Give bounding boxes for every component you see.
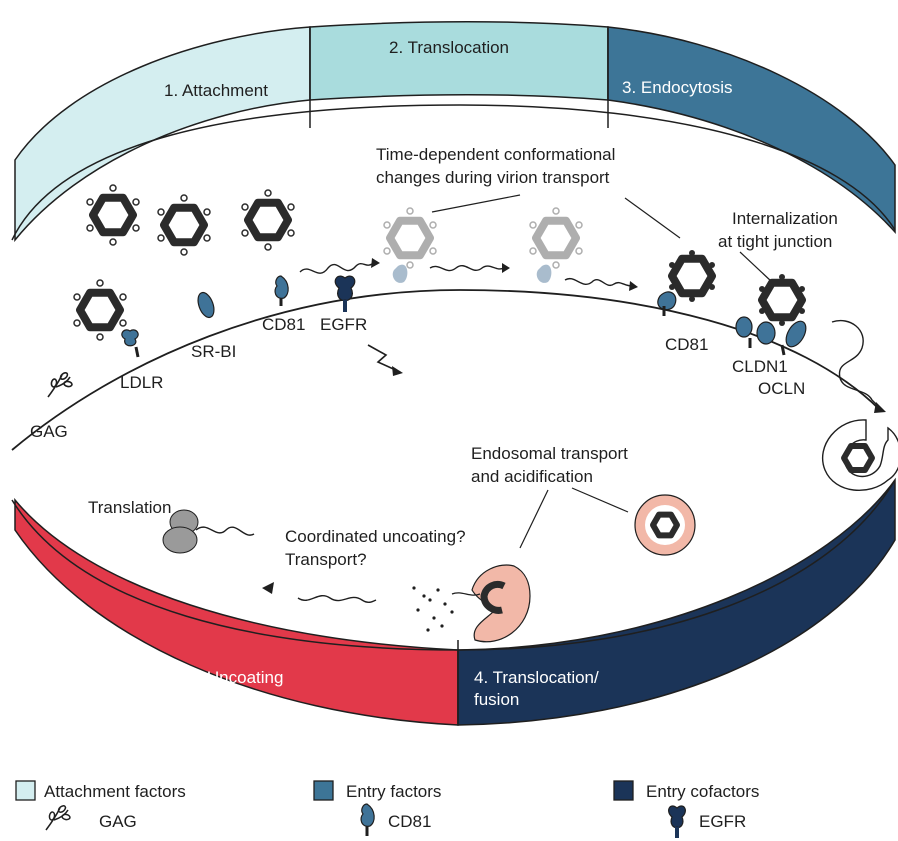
stage-label-fusion-2: fusion (474, 690, 519, 709)
virion-icon (759, 274, 805, 326)
annotation-endosomal-1: Endosomal transport (471, 444, 628, 463)
gag-icon (47, 371, 73, 398)
ldlr-receptor (121, 329, 140, 358)
legend-example-gag: GAG (99, 812, 137, 831)
legend-example-egfr: EGFR (699, 812, 746, 831)
stage-label-translocation: 2. Translocation (389, 38, 509, 57)
cd81-receptor (274, 275, 289, 306)
annotation-internalization-2: at tight junction (718, 232, 832, 251)
legend-example-cd81: CD81 (388, 812, 431, 831)
legend-swatch-attachment (15, 780, 36, 801)
virion-icon (73, 279, 127, 341)
ribosome-icon (162, 509, 255, 554)
transport-arrow-icon (297, 263, 883, 603)
virion-faded-icon (383, 207, 437, 269)
uncoating-endosome (451, 564, 531, 643)
stage-label-fusion-1: 4. Translocation/ (474, 668, 599, 687)
fusion-band (457, 477, 896, 726)
receptor-label-cd81-right: CD81 (665, 335, 708, 354)
legend-swatch-cofactor (613, 780, 634, 801)
receptor-label-ocln: OCLN (758, 379, 805, 398)
annotation-conformational-1: Time-dependent conformational (376, 145, 615, 164)
receptor-label-srbi: SR-BI (191, 342, 236, 361)
annotation-uncoating-2: Transport? (285, 550, 367, 569)
attachment-band (14, 26, 311, 243)
legend-label-entry: Entry factors (346, 782, 441, 801)
legend-egfr-icon (668, 805, 686, 838)
legend-label-attachment: Attachment factors (44, 782, 186, 801)
legend: Attachment factors Entry factors Entry c… (15, 780, 759, 838)
cd81-faded-receptor (392, 264, 408, 283)
annotation-uncoating-1: Coordinated uncoating? (285, 527, 466, 546)
legend-label-cofactor: Entry cofactors (646, 782, 759, 801)
receptor-label-egfr: EGFR (320, 315, 367, 334)
plasma-membrane (11, 289, 881, 451)
virion-faded-icon (529, 207, 583, 269)
stage-label-endocytosis: 3. Endocytosis (622, 78, 733, 97)
virion-icon (86, 184, 140, 246)
cell-outline-top (11, 104, 896, 241)
cd81-faded-receptor (536, 264, 552, 283)
endosome (634, 494, 696, 556)
translocation-band (309, 21, 609, 101)
endocytosis-band (607, 26, 896, 234)
receptor-label-gag: GAG (30, 422, 68, 441)
cldn1-receptor (735, 316, 776, 348)
ocln-receptor (780, 320, 807, 356)
stage-label-uncoating: 5. Uncoating (188, 668, 283, 687)
rna-release-dots (412, 586, 454, 632)
endocytic-vesicle (822, 419, 898, 492)
legend-gag-icon (45, 805, 71, 831)
annotation-conformational-2: changes during virion transport (376, 168, 610, 187)
virion-icon (157, 194, 211, 256)
virion-icon (241, 189, 295, 251)
virion-icon (669, 250, 715, 302)
srbi-receptor (197, 291, 215, 319)
annotation-translation: Translation (88, 498, 171, 517)
legend-cd81-icon (360, 803, 375, 836)
cd81-receptor (657, 291, 677, 311)
legend-swatch-entry (313, 780, 334, 801)
egfr-receptor (334, 275, 356, 312)
stage-label-attachment: 1. Attachment (164, 81, 268, 100)
receptor-label-cd81-left: CD81 (262, 315, 305, 334)
stage-bands (11, 21, 896, 726)
receptor-label-cldn1: CLDN1 (732, 357, 788, 376)
annotation-endosomal-2: and acidification (471, 467, 593, 486)
receptor-label-ldlr: LDLR (120, 373, 163, 392)
cell-outline-bottom (11, 479, 896, 651)
signal-arrow-icon (367, 344, 401, 373)
annotation-internalization-1: Internalization (732, 209, 838, 228)
